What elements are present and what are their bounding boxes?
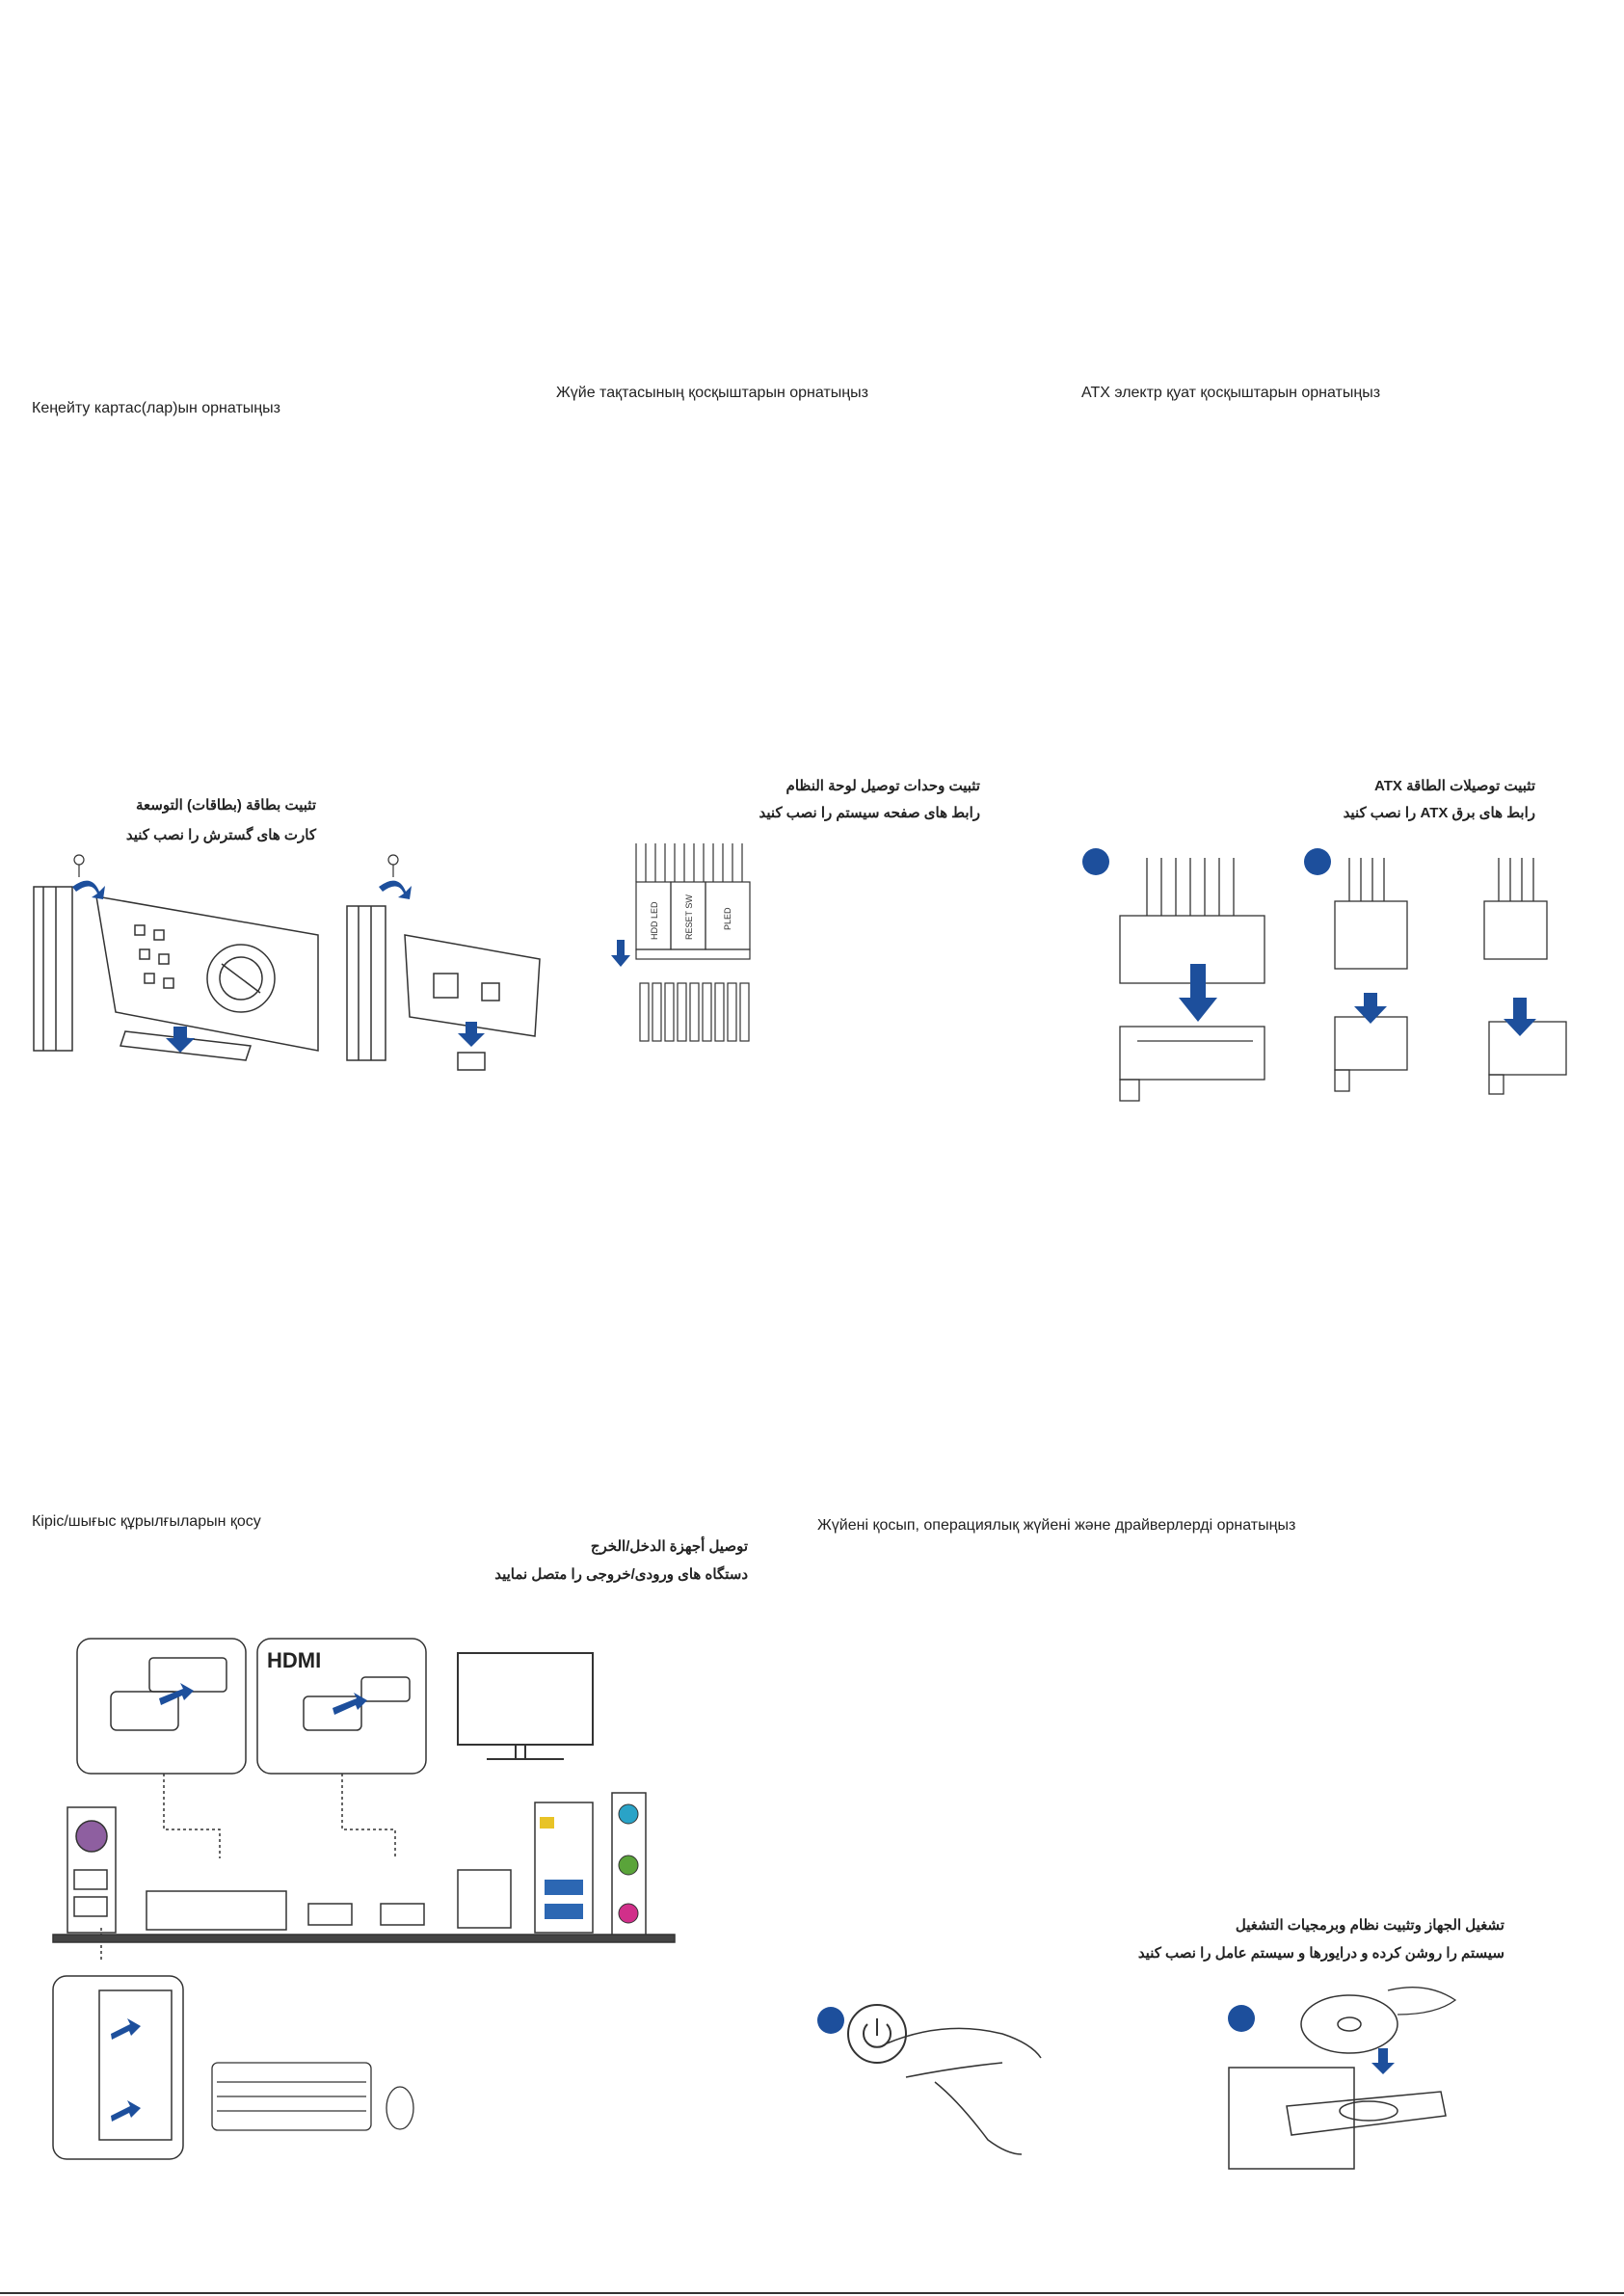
arrow-icon [1371,2048,1395,2074]
power-on-arabic: تشغيل الجهاز وتثبيت نظام وبرمجيات التشغي… [1235,1917,1504,1934]
io-panel-illustration: HDMI [52,1638,676,2160]
power-on-heading: Жүйені қосып, операциялық жүйені және др… [817,1517,1296,1534]
step-badge-2 [1304,848,1331,875]
arrow-icon [458,1022,485,1047]
pin-label-hdd-led: HDD LED [650,901,659,940]
dvi-callout [76,1638,247,1775]
system-panel-persian: رابط های صفحه سیستم را نصب کنید [759,805,980,821]
disc-icon [1300,1994,1398,2054]
arrow-icon [1179,964,1217,1022]
screw-icon [73,854,85,877]
graphics-card-illustration [33,854,319,1061]
arrow-icon [611,940,630,967]
keyboard-icon [211,2062,372,2131]
arrow-icon [166,1027,195,1053]
io-devices-persian: دستگاه های ورودی/خروجی را متصل نمایید [494,1566,748,1583]
expansion-cards-persian: کارت های گسترش را نصب کنید [125,827,316,843]
arrow-icon [111,2100,141,2122]
bottom-rule [0,2292,1624,2294]
step-badge-1 [1082,848,1109,875]
arrow-icon [379,880,412,899]
atx-power-arabic: تثبيت توصيلات الطاقة ATX [1374,778,1535,794]
hdmi-logo: HDMI [267,1648,321,1672]
arrow-icon [72,880,105,899]
atx-power-heading: ATX электр қуат қосқыштарын орнатыңыз [1081,385,1381,401]
disc-install-illustration [1228,1987,1457,2170]
power-icon [847,2004,907,2064]
arrow-icon [1354,993,1387,1024]
arrow-icon [1504,998,1536,1036]
atx-power-persian: رابط های برق ATX را نصب کنید [1343,805,1535,821]
ps2-callout [52,1975,184,2160]
power-button-illustration [847,2004,1042,2155]
system-panel-heading: Жүйе тақтасының қосқыштарын орнатыңыз [556,385,868,401]
atx-24pin-illustration [1119,858,1265,1102]
step-badge-1 [817,2007,844,2034]
arrow-icon [333,1693,367,1715]
pin-label-pled: PLED [723,907,732,930]
io-devices-heading: Кіріс/шығыс құрылғыларын қосу [32,1513,261,1530]
arrow-icon [159,1683,194,1705]
system-panel-arabic: تثبيت وحدات توصيل لوحة النظام [785,778,980,794]
monitor-icon [457,1652,594,1760]
expansion-cards-heading: Кеңейту картас(лар)ын орнатыңыз [32,400,280,416]
expansion-cards-arabic: تثبيت بطاقة (بطاقات) التوسعة [135,797,316,814]
io-devices-arabic: توصيل أجهزة الدخل/الخرج [590,1538,748,1555]
screw-icon [387,854,399,877]
pin-label-reset-sw: RESET SW [684,894,694,940]
mouse-icon [386,2086,414,2130]
arrow-icon [111,2018,141,2040]
step-badge-2 [1228,2005,1255,2032]
atx-8pin-illustration [1334,858,1567,1095]
pcie-card-illustration [346,854,541,1071]
panel-header-illustration: HDD LED RESET SW PLED [611,843,751,1042]
power-on-persian: سیستم را روشن کرده و درایورها و سیستم عا… [1137,1945,1504,1962]
